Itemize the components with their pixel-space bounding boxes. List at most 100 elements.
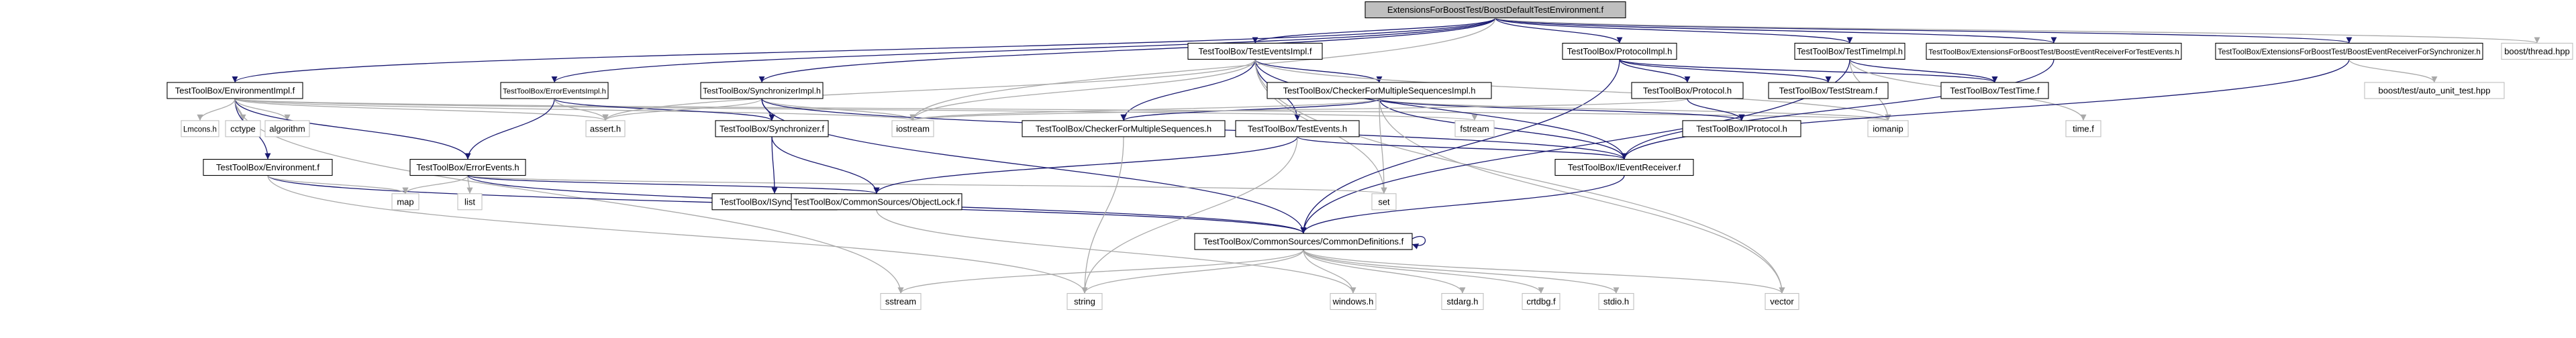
edge-checkerimpl-to-set	[1379, 98, 1387, 194]
node-list: list	[457, 193, 483, 211]
node-label-vector: vector	[1770, 296, 1794, 306]
edge-commondefs-to-stdio	[1303, 249, 1620, 294]
node-box-assert	[585, 120, 626, 137]
node-box-ersync[interactable]	[2215, 42, 2483, 60]
node-map: map	[391, 193, 419, 211]
node-box-timeimpl[interactable]	[1794, 42, 1905, 60]
edge-ersync-to-autounit	[2348, 59, 2438, 83]
node-box-commondefs[interactable]	[1194, 233, 1413, 250]
edge-commondefs-to-windows	[1303, 249, 1356, 294]
node-box-prot[interactable]	[1631, 82, 1744, 99]
node-label-testtime: TestToolBox/TestTime.f	[1950, 85, 2040, 95]
node-iprot[interactable]: TestToolBox/IProtocol.h	[1682, 120, 1801, 137]
node-box-checker[interactable]	[1022, 120, 1226, 137]
node-commondefs[interactable]: TestToolBox/CommonSources/CommonDefiniti…	[1194, 233, 1413, 250]
node-testevents[interactable]: TestToolBox/TestEvents.h	[1235, 120, 1360, 137]
node-box-autounit	[2364, 82, 2505, 99]
node-box-windows	[1330, 292, 1377, 311]
node-erte[interactable]: TestToolBox/ExtensionsForBoostTest/Boost…	[1926, 42, 2182, 60]
node-box-stdarg	[1441, 292, 1484, 311]
node-box-crtdbg	[1522, 292, 1561, 311]
node-syncimpl[interactable]: TestToolBox/SynchronizerImpl.h	[700, 82, 824, 99]
node-label-assert: assert.h	[590, 123, 621, 133]
node-box-teststream[interactable]	[1768, 82, 1889, 99]
node-envimpl[interactable]: TestToolBox/EnvironmentImpl.f	[166, 82, 303, 99]
node-label-thread: boost/thread.hpp	[2504, 46, 2570, 56]
node-box-testevents[interactable]	[1235, 120, 1360, 137]
node-box-erte[interactable]	[1926, 42, 2182, 60]
node-teimpl[interactable]: TestToolBox/TestEventsImpl.f	[1187, 42, 1323, 60]
node-label-env: TestToolBox/Environment.f	[216, 162, 319, 172]
node-box-iostream	[891, 120, 934, 137]
node-errimpl[interactable]: TestToolBox/ErrorEventsImpl.h	[500, 82, 609, 99]
node-label-erte: TestToolBox/ExtensionsForBoostTest/Boost…	[1928, 48, 2179, 56]
node-box-root[interactable]	[1365, 1, 1626, 19]
node-ievrec[interactable]: TestToolBox/IEventReceiver.f	[1554, 159, 1694, 176]
node-label-stdio: stdio.h	[1603, 296, 1629, 306]
node-box-errimpl[interactable]	[500, 82, 609, 99]
node-checkerimpl[interactable]: TestToolBox/CheckerForMultipleSequencesI…	[1267, 82, 1492, 99]
node-label-iostream: iostream	[896, 123, 930, 133]
node-box-env[interactable]	[203, 159, 333, 176]
node-checker[interactable]: TestToolBox/CheckerForMultipleSequences.…	[1022, 120, 1226, 137]
edge-checkerimpl-to-iostream	[909, 98, 1380, 121]
node-timeimpl[interactable]: TestToolBox/TestTimeImpl.h	[1794, 42, 1905, 60]
node-assert: assert.h	[585, 120, 626, 137]
node-errev[interactable]: TestToolBox/ErrorEvents.h	[409, 159, 526, 176]
edge-objlock-to-windows	[876, 209, 1356, 294]
node-box-teimpl[interactable]	[1187, 42, 1323, 60]
edge-testevents-to-string	[1081, 136, 1298, 294]
node-testtime[interactable]: TestToolBox/TestTime.f	[1940, 82, 2049, 99]
node-label-timef: time.f	[2073, 123, 2094, 133]
edge-envimpl-to-algorithm	[234, 98, 291, 121]
node-label-iomanip: iomanip	[1873, 123, 1903, 133]
node-box-iprot[interactable]	[1682, 120, 1801, 137]
node-box-objlock[interactable]	[791, 193, 962, 211]
node-box-errev[interactable]	[409, 159, 526, 176]
node-objlock[interactable]: TestToolBox/CommonSources/ObjectLock.f	[791, 193, 962, 211]
edge-root-to-thread	[1495, 17, 2540, 44]
node-protimpl[interactable]: TestToolBox/ProtocolImpl.h	[1562, 42, 1677, 60]
edge-errev-to-list	[466, 175, 473, 194]
node-box-fstream	[1454, 120, 1495, 137]
edge-checkerimpl-to-iprot	[1379, 98, 1745, 121]
node-label-syncimpl: TestToolBox/SynchronizerImpl.h	[703, 86, 821, 95]
node-stdio: stdio.h	[1598, 292, 1634, 311]
edge-envimpl-to-assert	[234, 98, 609, 121]
edge-commondefs-to-vector	[1303, 249, 1785, 294]
edge-checker-to-string	[1081, 136, 1124, 294]
node-box-iomanip	[1867, 120, 1909, 137]
node-teststream[interactable]: TestToolBox/TestStream.f	[1768, 82, 1889, 99]
node-box-syncimpl[interactable]	[700, 82, 824, 99]
edge-teimpl-to-assert	[602, 59, 1256, 121]
node-box-envimpl[interactable]	[166, 82, 303, 99]
edge-root-to-iostream	[909, 17, 1496, 121]
node-string: string	[1067, 292, 1103, 311]
edge-envimpl-to-errev	[234, 98, 471, 160]
node-box-map	[391, 193, 419, 211]
node-box-sync[interactable]	[715, 120, 829, 137]
edge-commondefs-to-stdarg	[1303, 249, 1466, 294]
edge-checkerimpl-to-vector	[1379, 98, 1785, 294]
node-label-list: list	[464, 196, 475, 207]
edge-env-to-map	[267, 174, 409, 194]
node-box-ievrec[interactable]	[1554, 159, 1694, 176]
edge-teimpl-to-vector	[1254, 59, 1785, 294]
node-sync[interactable]: TestToolBox/Synchronizer.f	[715, 120, 829, 137]
node-box-string	[1067, 292, 1103, 311]
node-box-protimpl[interactable]	[1562, 42, 1677, 60]
node-env[interactable]: TestToolBox/Environment.f	[203, 159, 333, 176]
node-label-fstream: fstream	[1460, 123, 1489, 133]
node-prot[interactable]: TestToolBox/Protocol.h	[1631, 82, 1744, 99]
node-timef: time.f	[2065, 120, 2101, 137]
edge-sync-to-isync	[771, 136, 778, 194]
node-box-testtime[interactable]	[1940, 82, 2049, 99]
node-root[interactable]: ExtensionsForBoostTest/BoostDefaultTestE…	[1365, 1, 1626, 19]
node-ersync[interactable]: TestToolBox/ExtensionsForBoostTest/Boost…	[2215, 42, 2483, 60]
node-label-lmcons: Lmcons.h	[183, 125, 217, 133]
node-box-checkerimpl[interactable]	[1267, 82, 1492, 99]
edge-commondefs-to-sstream	[897, 249, 1304, 294]
node-label-sync: TestToolBox/Synchronizer.f	[720, 123, 824, 133]
node-box-cctype	[225, 120, 261, 137]
node-label-envimpl: TestToolBox/EnvironmentImpl.f	[175, 85, 295, 95]
